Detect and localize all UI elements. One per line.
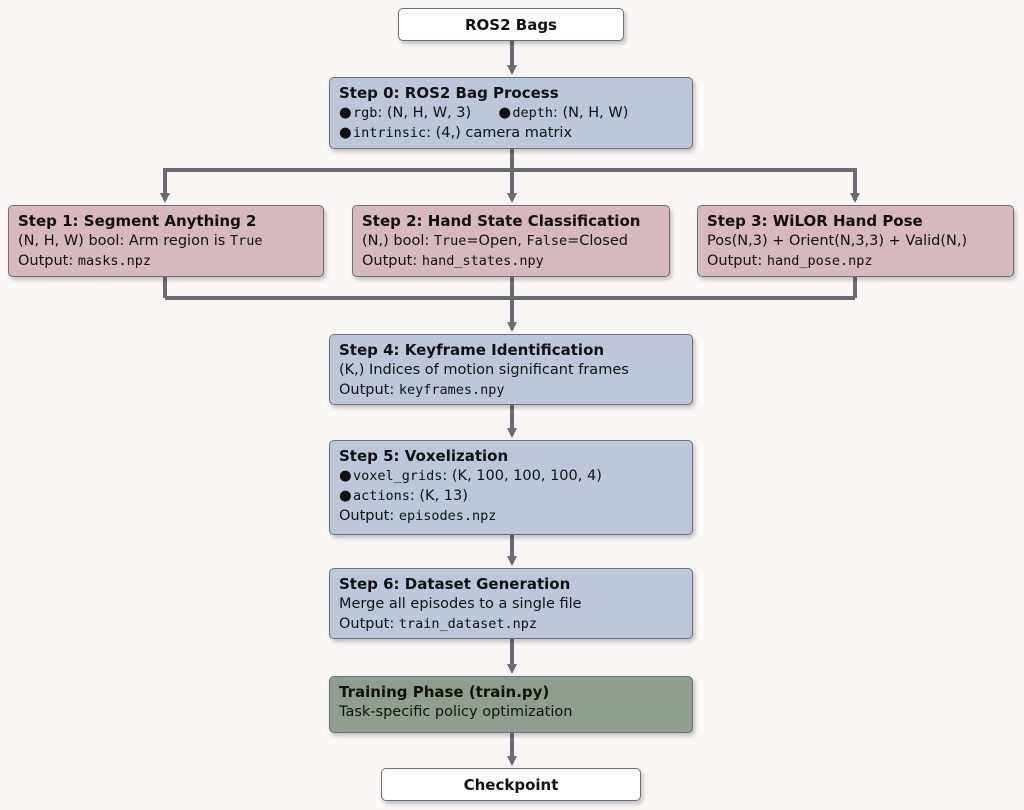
step5-line-voxel: ●voxel_grids: (K, 100, 100, 100, 4)	[339, 468, 602, 484]
node-step3: Step 3: WiLOR Hand Pose Pos(N,3) + Orien…	[697, 205, 1014, 277]
step1-title: Step 1: Segment Anything 2	[18, 212, 257, 230]
step2-title: Step 2: Hand State Classification	[362, 212, 641, 230]
step0-title: Step 0: ROS2 Bag Process	[339, 84, 559, 102]
step1-output: Output: masks.npz	[18, 253, 152, 269]
step3-title: Step 3: WiLOR Hand Pose	[707, 212, 923, 230]
node-step0: Step 0: ROS2 Bag Process ●rgb: (N, H, W,…	[329, 77, 693, 149]
step3-output: Output: hand_pose.npz	[707, 253, 873, 269]
node-ros2-bags-label: ROS2 Bags	[465, 15, 557, 34]
step3-desc: Pos(N,3) + Orient(N,3,3) + Valid(N,)	[707, 233, 968, 249]
node-step6: Step 6: Dataset Generation Merge all epi…	[329, 568, 693, 639]
node-ros2-bags: ROS2 Bags	[398, 8, 624, 41]
node-step5: Step 5: Voxelization ●voxel_grids: (K, 1…	[329, 440, 693, 535]
step4-output: Output: keyframes.npy	[339, 382, 505, 398]
step2-desc: (N,) bool: True=Open, False=Closed	[362, 233, 628, 249]
step6-output: Output: train_dataset.npz	[339, 616, 538, 632]
step5-line-actions: ●actions: (K, 13)	[339, 488, 468, 504]
step1-desc: (N, H, W) bool: Arm region is True	[18, 233, 263, 249]
training-title: Training Phase (train.py)	[339, 683, 550, 701]
step5-output: Output: episodes.npz	[339, 508, 497, 524]
node-checkpoint-label: Checkpoint	[463, 775, 559, 794]
step4-title: Step 4: Keyframe Identification	[339, 341, 605, 359]
step4-desc: (K,) Indices of motion significant frame…	[339, 362, 629, 378]
node-step1: Step 1: Segment Anything 2 (N, H, W) boo…	[8, 205, 324, 277]
training-desc: Task-specific policy optimization	[339, 704, 573, 720]
node-step2: Step 2: Hand State Classification (N,) b…	[352, 205, 670, 277]
step6-desc: Merge all episodes to a single file	[339, 596, 582, 612]
node-checkpoint: Checkpoint	[381, 768, 641, 801]
step6-title: Step 6: Dataset Generation	[339, 575, 571, 593]
node-step4: Step 4: Keyframe Identification (K,) Ind…	[329, 334, 693, 405]
step2-output: Output: hand_states.npy	[362, 253, 544, 269]
step5-title: Step 5: Voxelization	[339, 447, 509, 465]
step0-line-2: ●intrinsic: (4,) camera matrix	[339, 125, 573, 141]
node-training-phase: Training Phase (train.py) Task-specific …	[329, 676, 693, 733]
step0-line-1: ●rgb: (N, H, W, 3) ●depth: (N, H, W)	[339, 105, 629, 121]
